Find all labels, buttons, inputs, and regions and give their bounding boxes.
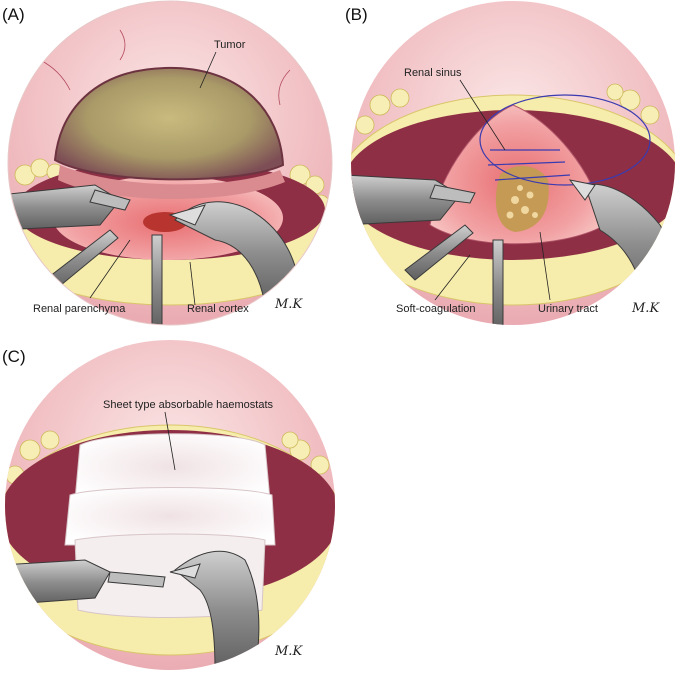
label-tumor: Tumor xyxy=(214,39,246,51)
label-urinary-tract: Urinary tract xyxy=(538,303,598,315)
panel-label-a: (A) xyxy=(2,5,25,24)
panel-b: (B) Renal sinus Soft-coagulation Urinary… xyxy=(345,1,675,325)
panel-c: (C) Sheet type absorbable haemostats M.K xyxy=(2,340,335,670)
label-soft-coagulation: Soft-coagulation xyxy=(396,303,476,315)
panel-label-b: (B) xyxy=(345,5,368,24)
label-renal-parenchyma: Renal parenchyma xyxy=(33,303,126,315)
panel-label-c: (C) xyxy=(2,347,26,366)
signature-a: M.K xyxy=(274,297,303,312)
signature-c: M.K xyxy=(274,644,303,659)
label-renal-sinus: Renal sinus xyxy=(404,67,462,79)
label-renal-cortex: Renal cortex xyxy=(187,303,249,315)
label-haemostats: Sheet type absorbable haemostats xyxy=(103,399,274,411)
panel-a: (A) Tumor Renal parenchyma Renal cortex … xyxy=(2,0,333,326)
signature-b: M.K xyxy=(631,301,660,316)
